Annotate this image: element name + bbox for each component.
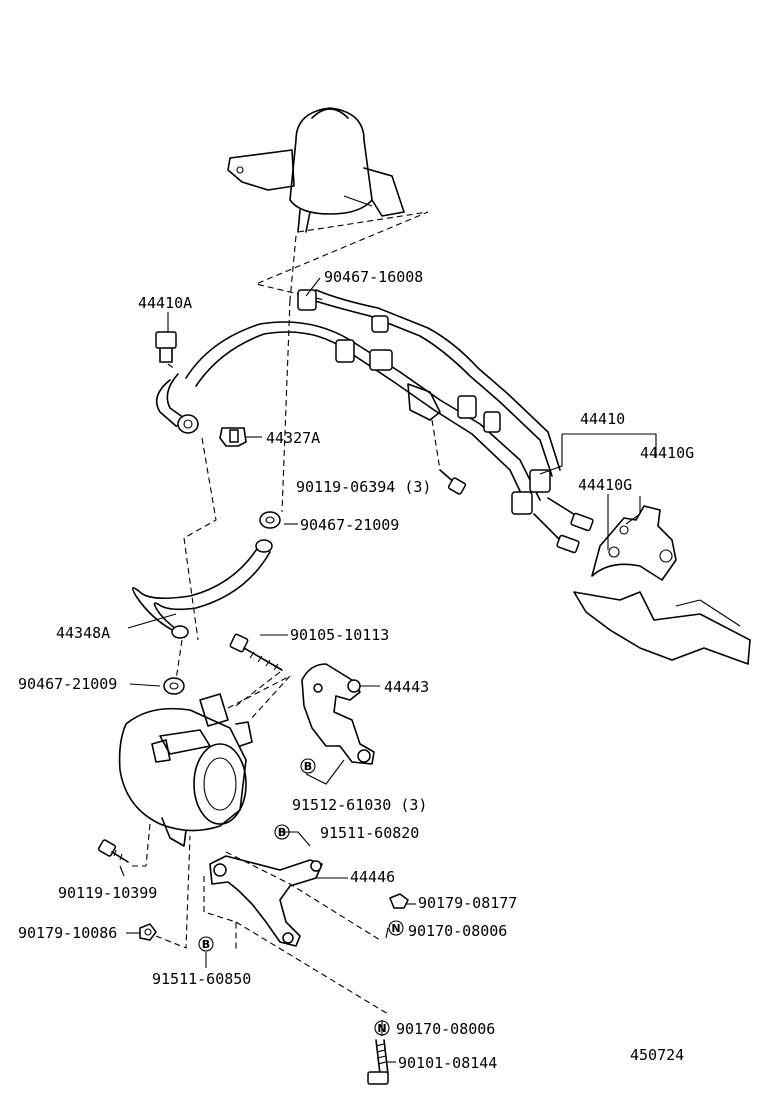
svg-text:B: B xyxy=(202,938,210,951)
diagram-number: 450724 xyxy=(630,1046,684,1064)
bracket-44446[interactable] xyxy=(209,855,323,947)
reservoir-mount-outline xyxy=(254,211,429,301)
bolt-90119-06394[interactable] xyxy=(439,469,467,495)
label-90101-08144: 90101-08144 xyxy=(398,1054,497,1072)
leader-lines xyxy=(119,277,657,1063)
label-91511-60850: 91511-60850 xyxy=(152,970,251,988)
label-44443: 44443 xyxy=(384,678,429,696)
label-90119-10399: 90119-10399 xyxy=(58,884,157,902)
bolt-90105-drop xyxy=(235,671,281,707)
label-44348A: 44348A xyxy=(56,624,110,642)
stud-90101-08144[interactable] xyxy=(367,1039,389,1085)
label-90179-08177: 90179-08177 xyxy=(418,894,517,912)
pump-outline-dash xyxy=(227,675,291,721)
clamp-upper-drop xyxy=(281,299,291,513)
label-90467-21009-lower: 90467-21009 xyxy=(18,675,117,693)
label-44446: 44446 xyxy=(350,868,395,886)
return-hose-drop xyxy=(183,437,217,641)
union-bolt-drop xyxy=(167,363,177,371)
label-91511-60820: 91511-60820 xyxy=(320,824,419,842)
bracket-44446-outline xyxy=(203,851,389,1015)
label-44410: 44410 xyxy=(580,410,625,428)
label-44327A: 44327A xyxy=(266,429,320,447)
marker-b-91511-60850: B xyxy=(198,936,214,952)
label-91512-61030: 91512-61030 (3) xyxy=(292,796,427,814)
label-44410G-2: 44410G xyxy=(578,476,632,494)
svg-text:B: B xyxy=(304,760,312,773)
svg-text:N: N xyxy=(377,1022,386,1035)
svg-text:N: N xyxy=(391,922,400,935)
steering-gear-housing[interactable] xyxy=(573,505,751,665)
bracket-44443[interactable] xyxy=(301,663,375,765)
label-90467-21009-upper: 90467-21009 xyxy=(300,516,399,534)
power-steering-pump[interactable] xyxy=(118,693,253,847)
nut-90179-08177[interactable] xyxy=(389,893,409,909)
bolt-90119-10399[interactable] xyxy=(97,839,129,863)
union-bolt-44410A[interactable] xyxy=(155,331,199,434)
reservoir-tank[interactable] xyxy=(227,107,405,233)
clamp-lower-drop xyxy=(175,639,183,681)
label-90170-08006-upper: 90170-08006 xyxy=(408,922,507,940)
label-90179-10086: 90179-10086 xyxy=(18,924,117,942)
marker-n-90170-lower: N xyxy=(374,1020,390,1036)
svg-text:B: B xyxy=(278,826,286,839)
return-hose-44348A[interactable] xyxy=(132,539,273,639)
label-90170-08006-lower: 90170-08006 xyxy=(396,1020,495,1038)
bolt-90119-06394-drop xyxy=(431,419,441,471)
clamp-90467-21009-lower[interactable] xyxy=(163,677,185,695)
hose-assembly-44410[interactable] xyxy=(185,289,594,554)
reservoir-drop-line xyxy=(289,235,297,301)
label-44410A: 44410A xyxy=(138,294,192,312)
marker-b-91512: B xyxy=(300,758,316,774)
label-90105-10113: 90105-10113 xyxy=(290,626,389,644)
marker-n-90170-upper: N xyxy=(388,920,404,936)
nut-drop xyxy=(155,835,191,949)
marker-b-91511-60820: B xyxy=(274,824,290,840)
bolt-90105-10113[interactable] xyxy=(229,633,283,671)
clamp-90467-21009-upper[interactable] xyxy=(259,511,281,529)
nut-90179-10086[interactable] xyxy=(139,923,157,941)
label-90119-06394: 90119-06394 (3) xyxy=(296,478,431,496)
label-44410G: 44410G xyxy=(640,444,694,462)
label-90467-16008: 90467-16008 xyxy=(324,268,423,286)
pump-bolt-drop xyxy=(132,823,151,867)
clip-44327A[interactable] xyxy=(219,427,247,447)
